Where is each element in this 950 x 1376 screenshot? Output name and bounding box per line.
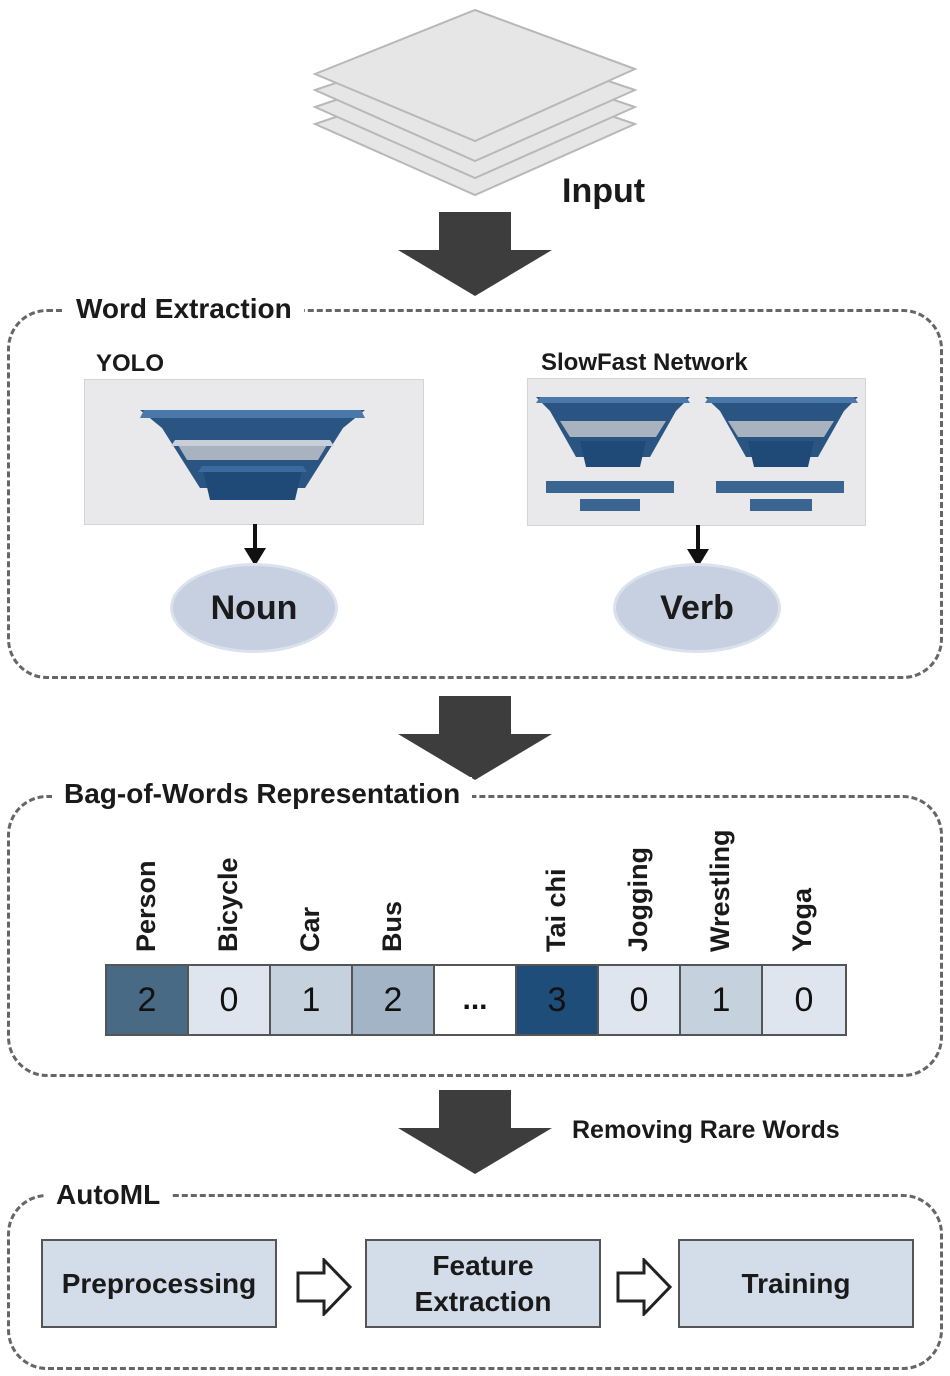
word-label: Yoga bbox=[787, 887, 817, 952]
yolo-panel bbox=[84, 379, 424, 525]
slowfast-title: SlowFast Network bbox=[541, 349, 748, 376]
word-extraction-title: Word Extraction bbox=[64, 292, 304, 326]
input-label: Input bbox=[562, 172, 646, 210]
vector-cell: 2 bbox=[107, 966, 189, 1034]
down-arrow-1 bbox=[398, 212, 552, 296]
training-step: Training bbox=[678, 1239, 914, 1328]
automl-section bbox=[7, 1194, 943, 1370]
slowfast-down-arrow bbox=[687, 525, 709, 567]
vector-cell: 0 bbox=[599, 966, 681, 1034]
preprocessing-step: Preprocessing bbox=[41, 1239, 277, 1328]
input-frames-stack bbox=[312, 8, 638, 197]
word-label: Car bbox=[295, 906, 325, 952]
removing-rare-words-label: Removing Rare Words bbox=[572, 1116, 840, 1144]
down-arrow-3 bbox=[398, 1090, 552, 1174]
vector-cell: 1 bbox=[681, 966, 763, 1034]
verb-ellipse: Verb bbox=[616, 566, 778, 650]
slowfast-panel bbox=[527, 378, 866, 526]
slowfast-network-icon bbox=[536, 397, 858, 511]
step-arrow-2 bbox=[616, 1258, 672, 1316]
down-arrow-2 bbox=[398, 696, 552, 780]
word-label: Jogging bbox=[623, 847, 653, 952]
automl-title: AutoML bbox=[44, 1178, 173, 1212]
yolo-network-icon bbox=[140, 410, 365, 500]
word-label: Tai chi bbox=[541, 868, 571, 952]
word-label: Wrestling bbox=[705, 829, 735, 952]
vector-cell: 0 bbox=[189, 966, 271, 1034]
noun-ellipse: Noun bbox=[173, 566, 335, 650]
word-extraction-section bbox=[7, 309, 943, 679]
word-label: Bicycle bbox=[213, 857, 243, 952]
word-label: Person bbox=[131, 860, 161, 952]
vector-cell: ... bbox=[435, 966, 517, 1034]
bag-of-words-section bbox=[7, 795, 943, 1077]
vector-cell: 2 bbox=[353, 966, 435, 1034]
step-arrow-1 bbox=[296, 1258, 352, 1316]
bag-of-words-title: Bag-of-Words Representation bbox=[52, 777, 473, 811]
vector-cell: 0 bbox=[763, 966, 845, 1034]
word-label: Bus bbox=[377, 900, 407, 952]
yolo-title: YOLO bbox=[96, 350, 165, 377]
vector-cell: 1 bbox=[271, 966, 353, 1034]
feature-extraction-step: Feature Extraction bbox=[365, 1239, 601, 1328]
yolo-down-arrow bbox=[244, 524, 266, 566]
vector-cell: 3 bbox=[517, 966, 599, 1034]
